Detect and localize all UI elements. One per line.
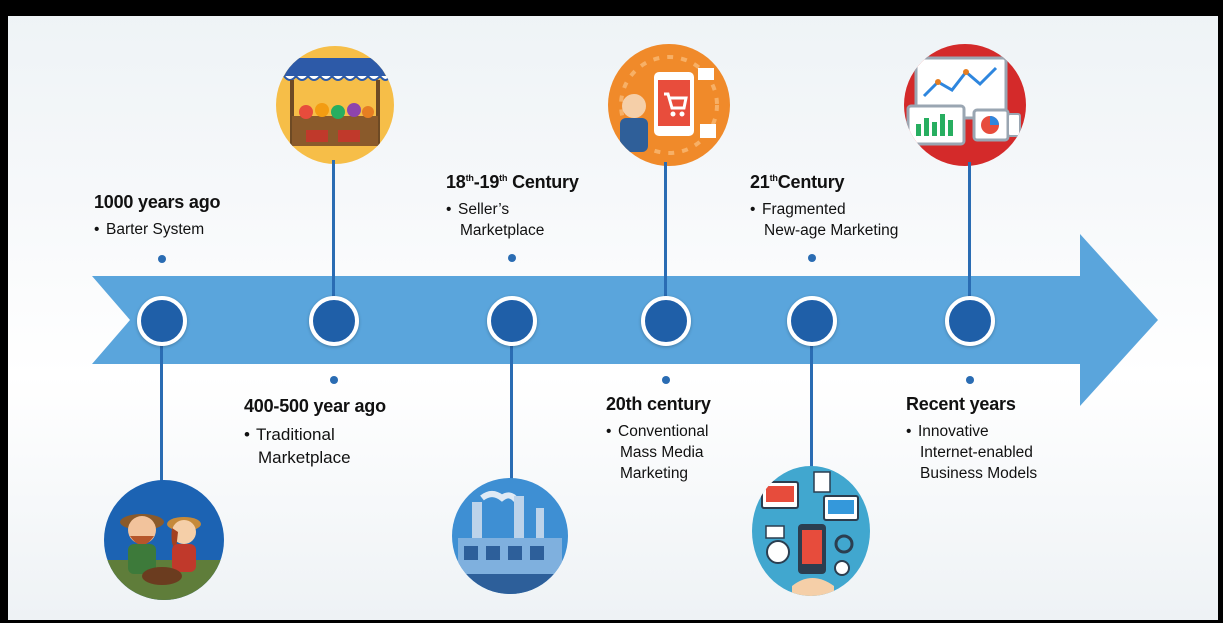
stem-line — [968, 162, 971, 300]
milestone-21th-century: 21thCentury •Fragmented New-age Marketin… — [750, 172, 898, 241]
connector-dot — [508, 254, 516, 262]
connector-dot — [158, 255, 166, 263]
bullet-icon: • — [94, 221, 100, 238]
bullet-icon: • — [906, 423, 912, 440]
timeline-diagram: 1000 years ago •Barter System — [8, 8, 1218, 620]
stem-line — [664, 162, 667, 300]
farmers-icon — [104, 480, 224, 600]
bullet-icon: • — [244, 425, 250, 444]
timeline-node-4 — [641, 296, 691, 346]
era-description: •Conventional Mass Media Marketing — [606, 423, 709, 482]
milestone-400-500-year-ago: 400-500 year ago •Traditional Marketplac… — [244, 396, 386, 469]
analytics-devices-icon — [904, 44, 1026, 166]
era-label: 20th century — [606, 394, 711, 414]
stem-line — [510, 340, 513, 490]
bullet-icon: • — [606, 423, 612, 440]
stem-line — [160, 340, 163, 490]
milestone-18th-19th-century: 18th-19th Century •Seller’s Marketplace — [446, 172, 579, 241]
era-description: •Seller’s Marketplace — [446, 201, 545, 239]
stem-line — [332, 160, 335, 300]
timeline-arrow — [92, 234, 1158, 406]
era-label: 21thCentury — [750, 172, 845, 192]
connector-dot — [808, 254, 816, 262]
timeline-node-2 — [309, 296, 359, 346]
era-label: 18th-19th Century — [446, 172, 579, 192]
timeline-node-3 — [487, 296, 537, 346]
era-label: 400-500 year ago — [244, 396, 386, 416]
era-label: 1000 years ago — [94, 192, 221, 212]
factory-icon — [452, 478, 568, 594]
market-stall-icon — [276, 46, 394, 164]
digital-media-icon — [752, 466, 870, 596]
bullet-icon: • — [446, 201, 452, 218]
milestone-20th-century: 20th century •Conventional Mass Media Ma… — [606, 394, 711, 484]
era-description: •Fragmented New-age Marketing — [750, 201, 899, 239]
online-shopping-icon — [608, 44, 730, 166]
timeline-node-6 — [945, 296, 995, 346]
milestone-1000-years-ago: 1000 years ago •Barter System — [94, 192, 220, 240]
era-description: •Traditional Marketplace — [244, 425, 351, 467]
connector-dot — [662, 376, 670, 384]
connector-dot — [966, 376, 974, 384]
milestone-recent-years: Recent years •Innovative Internet-enable… — [906, 394, 1037, 484]
bullet-icon: • — [750, 201, 756, 218]
era-description: •Innovative Internet-enabled Business Mo… — [906, 423, 1038, 482]
era-description: •Barter System — [94, 221, 205, 238]
stem-line — [810, 340, 813, 480]
era-label: Recent years — [906, 394, 1016, 414]
connector-dot — [330, 376, 338, 384]
timeline-node-5 — [787, 296, 837, 346]
timeline-node-1 — [137, 296, 187, 346]
